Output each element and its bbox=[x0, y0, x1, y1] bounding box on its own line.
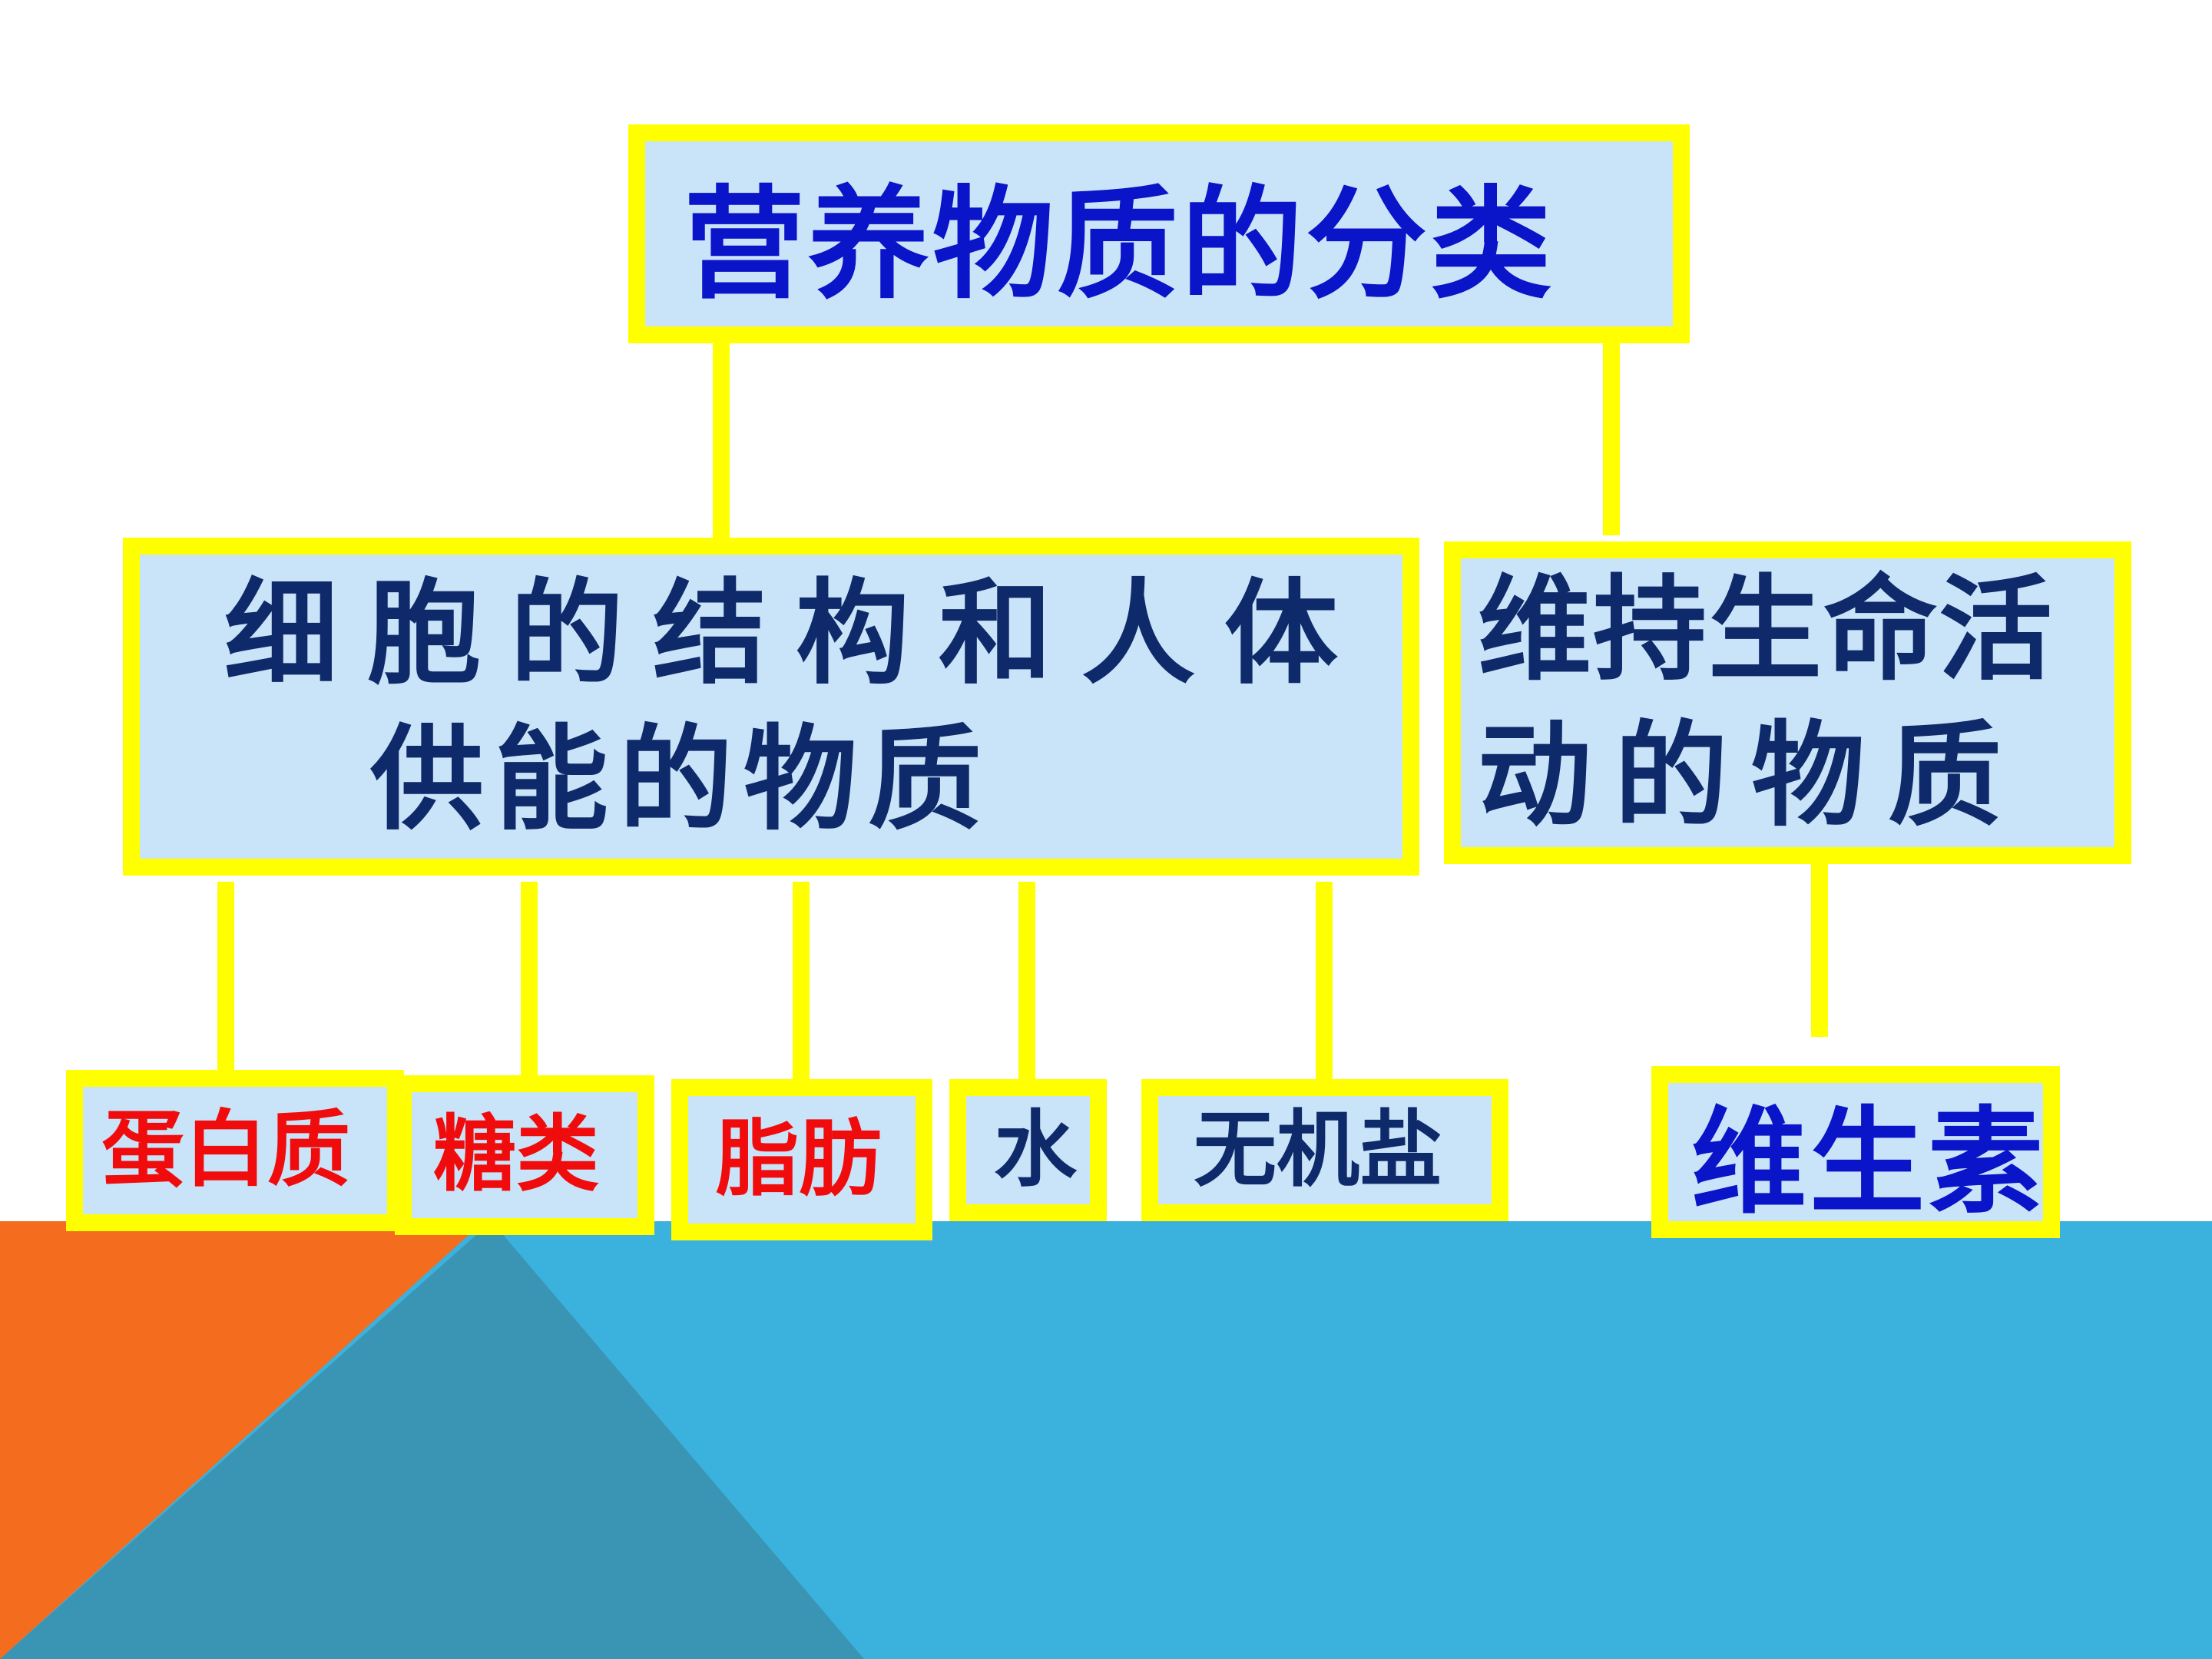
connector-left-water bbox=[1018, 882, 1035, 1081]
connector-left-protein bbox=[217, 882, 234, 1074]
connector-left-sugar bbox=[521, 882, 538, 1078]
leaf-label: 无机盐 bbox=[1194, 1101, 1443, 1198]
leaf-label: 脂肪 bbox=[716, 1111, 882, 1207]
leaf-box-fat: 脂肪 bbox=[671, 1079, 932, 1240]
category-label-line-2: 动的物质 bbox=[1478, 710, 2025, 842]
root-label: 营养物质的分类 bbox=[684, 174, 1555, 316]
connector-right-vitamin bbox=[1811, 864, 1828, 1037]
leaf-box-vitamin: 维生素 bbox=[1651, 1066, 2060, 1238]
root-box: 营养物质的分类 bbox=[628, 124, 1690, 343]
leaf-label: 糖类 bbox=[433, 1107, 600, 1203]
bg-orange-triangle bbox=[0, 1221, 484, 1659]
category-label-line-1: 细胞的结构和人体 bbox=[224, 568, 1367, 700]
leaf-box-mineral-salt: 无机盐 bbox=[1141, 1079, 1508, 1221]
category-box-life-activity: 维持生命活 动的物质 bbox=[1444, 541, 2131, 864]
leaf-box-water: 水 bbox=[949, 1079, 1107, 1221]
category-label-line-1: 维持生命活 bbox=[1478, 564, 2054, 696]
connector-left-salt bbox=[1316, 882, 1333, 1081]
category-box-structure-energy: 细胞的结构和人体 供能的物质 bbox=[123, 538, 1419, 876]
leaf-box-sugar: 糖类 bbox=[395, 1075, 654, 1235]
leaf-label: 水 bbox=[994, 1101, 1078, 1198]
leaf-box-protein: 蛋白质 bbox=[66, 1070, 404, 1231]
bg-teal-triangle bbox=[0, 1221, 864, 1659]
connector-root-left bbox=[713, 343, 730, 539]
connector-left-fat bbox=[793, 882, 810, 1081]
leaf-label: 维生素 bbox=[1691, 1095, 2047, 1230]
connector-root-right bbox=[1603, 343, 1620, 535]
category-label-line-2: 供能的物质 bbox=[370, 714, 992, 846]
leaf-label: 蛋白质 bbox=[101, 1102, 351, 1198]
